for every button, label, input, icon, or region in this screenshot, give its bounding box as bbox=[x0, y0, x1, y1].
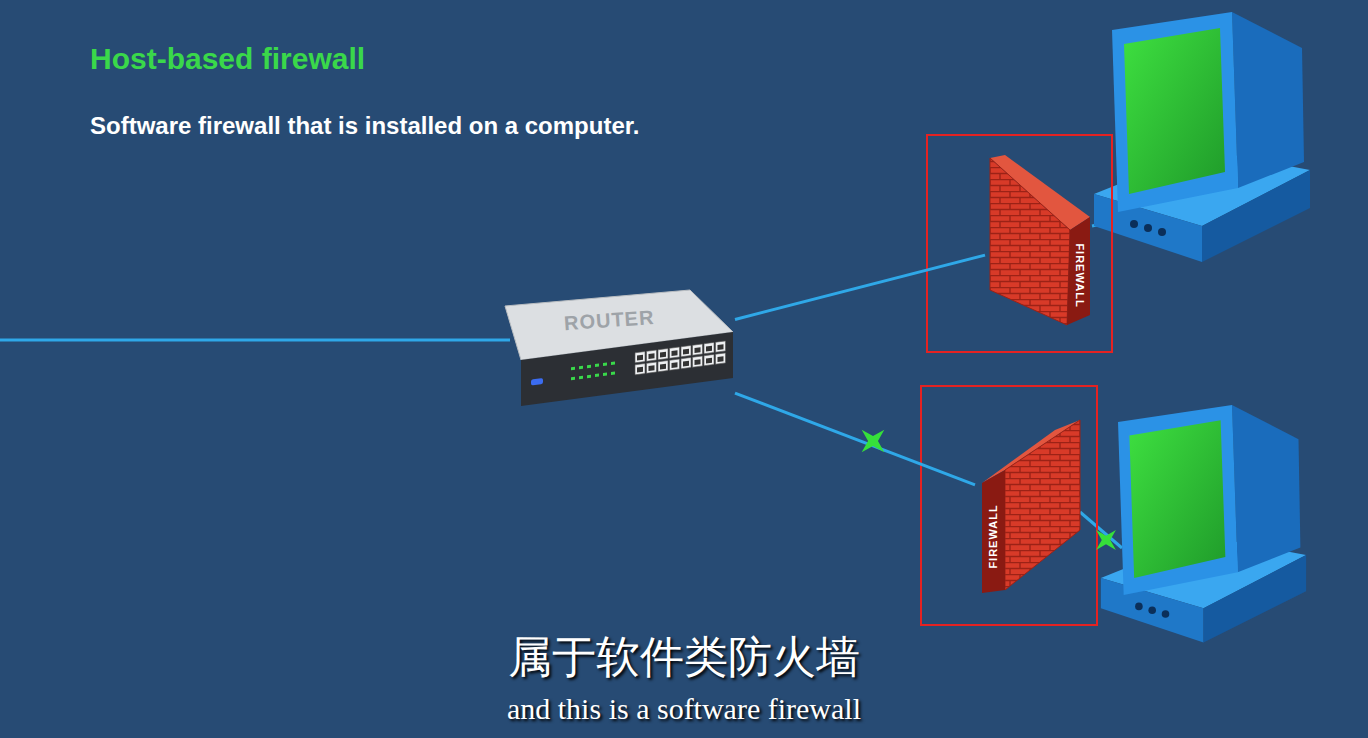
network-cable bbox=[735, 255, 985, 319]
firewall-label: FIREWALL bbox=[1074, 243, 1085, 307]
firewall-wall: FIREWALL bbox=[985, 155, 1095, 327]
slide-title: Host-based firewall bbox=[90, 42, 365, 76]
network-wire bbox=[0, 339, 510, 342]
subtitle: Software firewall that is installed on a… bbox=[90, 112, 639, 140]
network-cable bbox=[735, 393, 975, 485]
block-mark bbox=[850, 418, 895, 463]
computer-icon bbox=[1094, 12, 1310, 262]
firewall-wall: FIREWALL bbox=[975, 418, 1085, 594]
computer-icon bbox=[1101, 405, 1306, 643]
firewall-label: FIREWALL bbox=[988, 504, 999, 568]
router-device: ROUTER bbox=[505, 290, 735, 408]
subtitle-english: and this is a software firewall bbox=[0, 692, 1368, 726]
block-mark bbox=[1086, 520, 1126, 560]
highlight-frame bbox=[921, 386, 1097, 625]
router-shape bbox=[505, 290, 735, 408]
subtitle-chinese: 属于软件类防火墙 bbox=[0, 628, 1368, 687]
highlight-frame bbox=[927, 135, 1112, 352]
